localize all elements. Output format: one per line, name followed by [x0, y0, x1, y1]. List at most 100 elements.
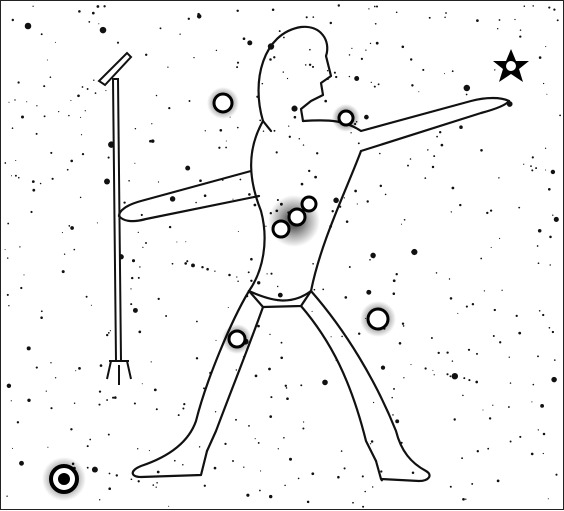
background-star	[553, 8, 555, 10]
background-star	[183, 403, 185, 405]
background-star	[12, 127, 14, 129]
background-star	[484, 290, 485, 291]
background-star	[204, 485, 206, 487]
background-star	[100, 27, 107, 33]
background-star	[168, 506, 169, 507]
background-star	[86, 296, 88, 298]
background-star	[451, 211, 452, 212]
background-star	[108, 487, 111, 490]
background-star	[27, 399, 30, 402]
background-star	[228, 274, 231, 277]
background-star	[337, 476, 340, 479]
background-star	[92, 12, 95, 15]
background-star	[276, 151, 278, 153]
background-star	[70, 100, 71, 101]
background-star	[204, 194, 207, 197]
background-star	[92, 467, 98, 473]
background-star	[349, 54, 351, 56]
background-star	[70, 428, 72, 430]
background-star	[410, 364, 411, 365]
background-star	[258, 442, 260, 444]
background-star	[312, 263, 314, 265]
background-star	[454, 418, 456, 420]
background-star	[110, 330, 111, 331]
background-star	[281, 342, 283, 344]
background-star	[108, 157, 110, 159]
background-star	[174, 460, 176, 462]
background-star	[497, 480, 500, 483]
background-star	[95, 92, 97, 94]
background-star	[468, 379, 470, 381]
background-star	[494, 69, 495, 70]
background-star	[393, 388, 395, 390]
background-star	[403, 377, 404, 378]
background-star	[410, 158, 412, 160]
background-star	[306, 16, 308, 18]
background-star	[468, 349, 470, 351]
background-star	[32, 6, 33, 7]
background-star	[362, 506, 364, 508]
background-star	[270, 396, 272, 398]
background-star	[205, 130, 206, 131]
background-star	[149, 450, 150, 451]
background-star	[268, 368, 271, 371]
background-star	[498, 177, 499, 178]
background-star	[462, 498, 465, 501]
background-star	[195, 202, 197, 204]
background-star	[257, 325, 260, 328]
background-star	[543, 453, 544, 454]
background-star	[429, 17, 431, 19]
background-star	[128, 180, 130, 182]
background-star	[441, 144, 444, 147]
background-star	[99, 390, 101, 392]
background-star	[216, 50, 217, 51]
background-star	[411, 249, 417, 255]
background-star	[219, 129, 222, 132]
background-star	[371, 440, 374, 443]
background-star	[548, 498, 549, 499]
background-star	[533, 384, 535, 386]
background-star	[314, 289, 316, 291]
background-star	[501, 290, 502, 291]
background-star	[73, 249, 75, 251]
background-star	[78, 367, 81, 370]
background-star	[52, 178, 54, 180]
background-star	[378, 83, 380, 85]
background-star	[82, 86, 84, 88]
background-star	[224, 443, 226, 445]
background-star	[497, 28, 498, 29]
background-star	[169, 226, 171, 228]
background-star	[551, 377, 557, 383]
background-star	[351, 48, 352, 49]
background-star	[395, 419, 399, 423]
background-star	[214, 271, 215, 272]
background-star	[36, 133, 38, 135]
background-star	[260, 470, 261, 471]
background-star	[364, 491, 366, 493]
background-star	[145, 54, 147, 56]
background-star	[179, 34, 180, 35]
background-star	[74, 402, 75, 403]
background-star	[265, 226, 266, 227]
star-shoulder-right	[332, 104, 360, 132]
background-star	[551, 170, 555, 174]
background-star	[424, 177, 426, 179]
background-star	[67, 169, 69, 171]
background-star	[358, 142, 360, 144]
background-star	[41, 310, 43, 312]
background-star	[55, 377, 56, 378]
background-star	[156, 95, 158, 97]
background-star	[392, 414, 394, 416]
background-star	[545, 148, 546, 149]
background-star	[80, 117, 81, 118]
background-star	[303, 421, 304, 422]
background-star	[196, 321, 198, 323]
background-star	[114, 396, 117, 399]
background-star	[184, 262, 187, 265]
background-star	[137, 448, 138, 449]
background-star	[247, 40, 252, 45]
background-star	[109, 473, 111, 475]
background-star	[393, 279, 396, 282]
background-star	[344, 197, 345, 198]
background-star	[472, 303, 474, 305]
